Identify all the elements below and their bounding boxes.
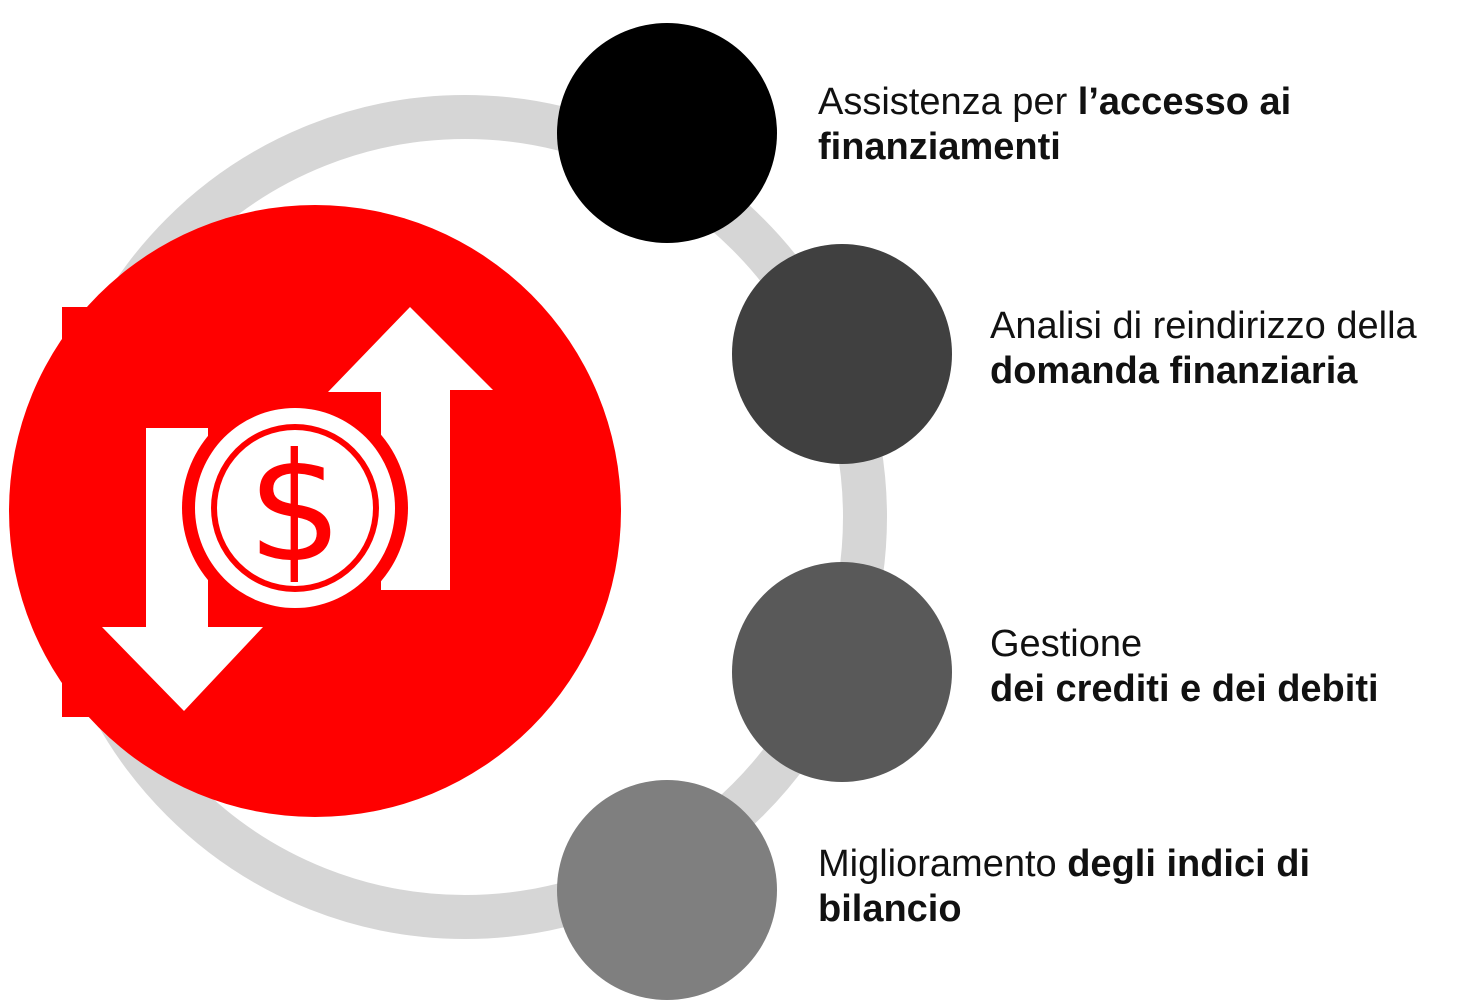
item-label-1: Assistenza per l’accesso ai finanziament… [818, 80, 1291, 170]
item-label-4: Miglioramento degli indici di bilancio [818, 842, 1310, 932]
item-2-text-normal: Analisi di reindirizzo della [990, 305, 1417, 347]
item-circle-2 [732, 244, 952, 464]
item-4-text-normal: Miglioramento [818, 843, 1068, 885]
item-4-text-bold: degli indici di [1067, 843, 1311, 885]
item-3-text-normal: Gestione [990, 623, 1143, 665]
item-circle-1 [557, 23, 777, 243]
item-2-text-bold: domanda finanziaria [990, 350, 1358, 392]
item-label-2: Analisi di reindirizzo della domanda fin… [990, 304, 1417, 394]
dollar-up-down-arrows-icon: $ [102, 307, 493, 711]
item-1-text-normal: Assistenza per [818, 81, 1078, 123]
item-4-text-bold-2: bilancio [818, 888, 962, 930]
item-1-text-bold: l’accesso ai [1077, 81, 1292, 123]
item-1-text-bold-2: finanziamenti [818, 126, 1061, 168]
item-circle-3 [732, 562, 952, 782]
svg-text:$: $ [247, 422, 342, 596]
item-label-3: Gestione dei crediti e dei debiti [990, 622, 1379, 712]
item-3-text-bold: dei crediti e dei debiti [990, 668, 1379, 710]
item-circle-4 [557, 780, 777, 1000]
